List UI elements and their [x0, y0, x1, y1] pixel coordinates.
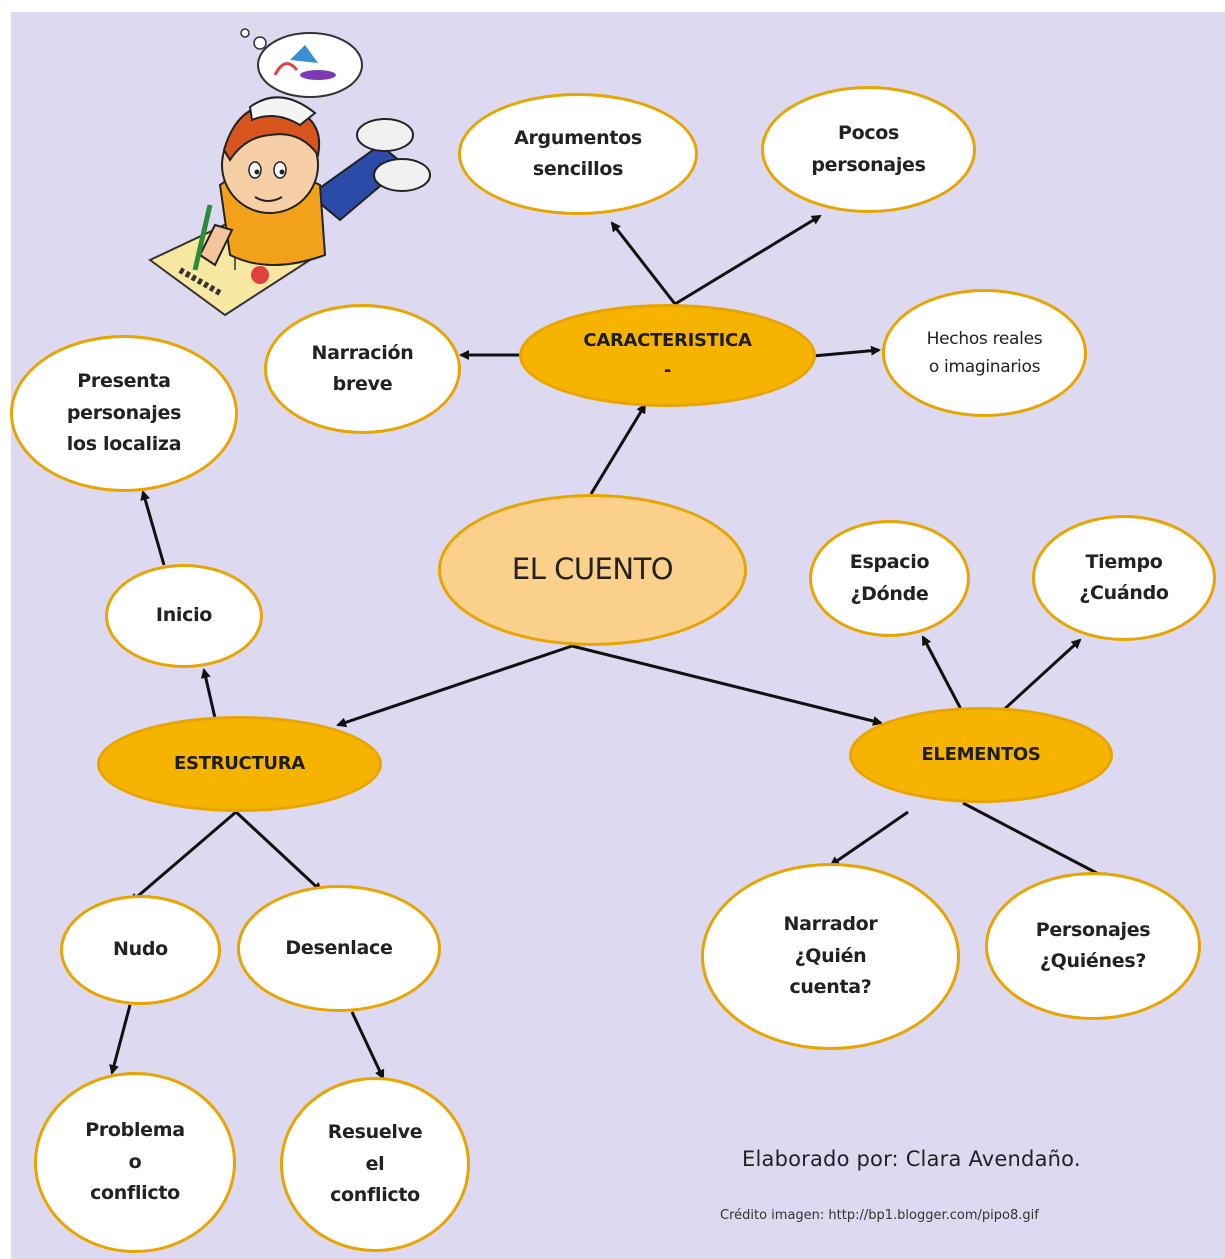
arrow-inicio-to-presenta — [140, 490, 166, 566]
node-espacio-label: Espacio ¿Dónde — [849, 551, 930, 605]
node-narracion-breve-label: Narración breve — [311, 341, 414, 395]
node-inicio: Inicio — [105, 564, 263, 668]
node-estructura: ESTRUCTURA — [97, 716, 382, 812]
node-personajes-label: Personajes ¿Quiénes? — [1035, 918, 1151, 972]
node-narracion-breve: Narración breve — [264, 304, 461, 434]
node-caracteristica-label: CARACTERISTICA - — [583, 329, 752, 381]
node-presenta-personajes-label: Presenta personajes los localiza — [66, 370, 182, 456]
node-resuelve: Resuelve el conflicto — [280, 1077, 470, 1252]
arrow-elementos-to-personajes — [962, 801, 1112, 882]
node-problema: Problema o conflicto — [34, 1072, 236, 1253]
node-resuelve-label: Resuelve el conflicto — [327, 1121, 423, 1207]
node-hechos-reales: Hechos reales o imaginarios — [882, 289, 1087, 417]
node-narrador: Narrador ¿Quién cuenta? — [701, 863, 960, 1050]
image-credit: Crédito imagen: http://bp1.blogger.com/p… — [720, 1208, 1039, 1223]
arrow-nudo-to-problema — [109, 1004, 132, 1075]
arrow-caracteristica-to-hechos — [812, 345, 881, 358]
node-argumentos-label: Argumentos sencillos — [514, 126, 642, 180]
node-el-cuento-label: EL CUENTO — [511, 552, 674, 587]
arrow-elementos-to-narrador — [829, 810, 909, 867]
arrow-center-to-elementos — [571, 644, 883, 726]
author-credit: Elaborado por: Clara Avendaño. — [742, 1147, 1081, 1171]
node-presenta-personajes: Presenta personajes los localiza — [10, 335, 238, 492]
node-estructura-label: ESTRUCTURA — [174, 753, 305, 775]
arrow-estructura-to-inicio — [200, 668, 217, 719]
node-caracteristica: CARACTERISTICA - — [519, 304, 816, 407]
node-elementos: ELEMENTOS — [849, 707, 1113, 803]
arrow-caracteristica-to-pocos — [674, 214, 822, 306]
node-tiempo: Tiempo ¿Cuándo — [1032, 515, 1216, 641]
arrow-desenlace-to-resuelve — [350, 1011, 385, 1080]
node-espacio: Espacio ¿Dónde — [809, 520, 970, 637]
arrow-center-to-caracteristica — [589, 403, 647, 495]
node-pocos-personajes-label: Pocos personajes — [811, 122, 926, 176]
arrow-center-to-estructura — [336, 644, 573, 728]
node-pocos-personajes: Pocos personajes — [761, 86, 976, 213]
node-personajes: Personajes ¿Quiénes? — [985, 872, 1201, 1020]
node-argumentos: Argumentos sencillos — [458, 93, 698, 215]
arrow-estructura-to-nudo — [129, 810, 237, 904]
node-narrador-label: Narrador ¿Quién cuenta? — [783, 913, 878, 999]
arrow-estructura-to-desenlace — [234, 810, 323, 893]
arrow-caracteristica-to-argumentos — [610, 221, 677, 305]
node-tiempo-label: Tiempo ¿Cuándo — [1079, 550, 1169, 604]
node-inicio-label: Inicio — [155, 604, 213, 627]
boy-reading-book-icon — [148, 28, 431, 317]
node-desenlace: Desenlace — [237, 885, 441, 1012]
node-desenlace-label: Desenlace — [285, 936, 393, 959]
node-nudo: Nudo — [60, 895, 221, 1005]
node-nudo-label: Nudo — [113, 938, 168, 961]
node-problema-label: Problema o conflicto — [85, 1119, 185, 1205]
node-el-cuento: EL CUENTO — [438, 494, 747, 646]
node-hechos-reales-label: Hechos reales o imaginarios — [926, 328, 1043, 377]
node-elementos-label: ELEMENTOS — [921, 744, 1041, 766]
